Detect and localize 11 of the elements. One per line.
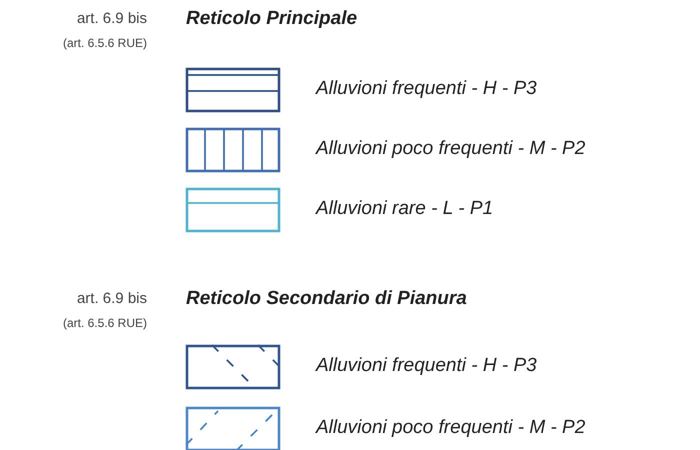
article-reference: (art. 6.5.6 RUE) bbox=[62, 36, 147, 50]
legend-label: Alluvioni rare - L - P1 bbox=[316, 198, 494, 220]
legend-label: Alluvioni poco frequenti - M - P2 bbox=[316, 417, 586, 439]
section-heading: Reticolo Secondario di Pianura bbox=[186, 288, 467, 310]
legend-label: Alluvioni poco frequenti - M - P2 bbox=[316, 138, 586, 160]
section-heading: Reticolo Principale bbox=[186, 8, 358, 30]
article-reference: (art. 6.5.6 RUE) bbox=[62, 316, 147, 330]
article-reference: art. 6.9 bis bbox=[76, 290, 147, 307]
legend-label: Alluvioni frequenti - H - P3 bbox=[316, 355, 537, 377]
legend-label: Alluvioni frequenti - H - P3 bbox=[316, 78, 537, 100]
article-reference: art. 6.9 bis bbox=[76, 10, 147, 27]
